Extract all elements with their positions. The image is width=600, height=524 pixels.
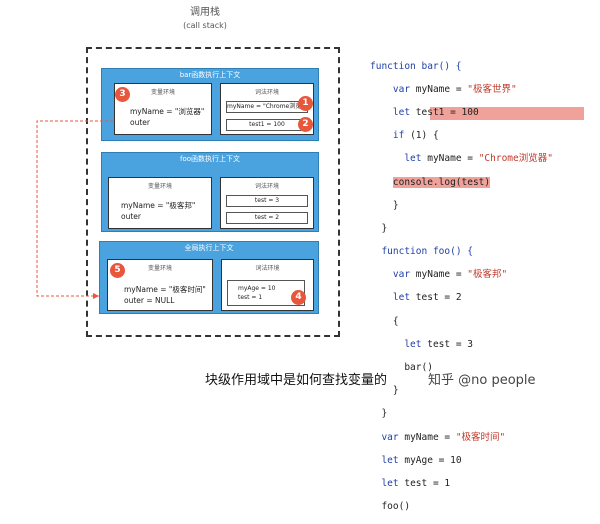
global-var-env-title: 变量环境 [147,265,172,272]
foo-var-myname: myName = "极客邦" [121,201,196,210]
stack-subtitle: (call stack) [183,21,227,30]
badge-5: 5 [110,263,125,278]
foo-lex-cell-test2: test = 2 [226,212,308,224]
badge-2: 2 [298,117,313,132]
code-line-13: let test = 3 [404,338,473,350]
code-line-1: function bar() { [370,60,462,72]
foo-context-title: foo函数执行上下文 [179,155,241,163]
foo-lex-env-title: 词法环境 [254,183,279,190]
code-block: function bar() { var myName = "极客世界" let… [370,49,553,524]
outer-reference-arrow [36,120,113,299]
code-line-12: { [392,315,399,327]
stack-title: 调用栈 [190,7,220,18]
global-lex-cell-test: test = 1 [238,294,263,301]
bar-variable-environment: 变量环境 myName = "浏览器" outer [114,83,212,135]
code-line-20: foo() [381,501,411,513]
code-line-5: let myName = "Chrome浏览器" [404,153,553,165]
code-line-8: } [381,222,388,234]
foo-execution-context: foo函数执行上下文 变量环境 myName = "极客邦" outer 词法环… [101,152,319,232]
code-line-18: let myAge = 10 [381,454,462,466]
watermark: 知乎 @no people [428,373,536,388]
code-line-2: var myName = "极客世界" [392,83,517,95]
code-line-17: var myName = "极客时间" [381,431,506,443]
bar-var-myname: myName = "浏览器" [130,107,205,116]
bar-lex-cell-test1: test1 = 100 [226,119,308,131]
foo-variable-environment: 变量环境 myName = "极客邦" outer [108,177,212,229]
badge-4: 4 [291,290,306,305]
bar-var-env-title: 变量环境 [150,89,175,96]
badge-3: 3 [115,87,130,102]
global-var-myname: myName = "极客时间" [124,285,206,294]
global-lex-env-title: 词法环境 [255,265,280,272]
figure-caption: 块级作用域中是如何查找变量的 [205,373,388,388]
global-var-outer: outer = NULL [124,296,175,305]
stack-title-block: 调用栈 (call stack) [150,6,260,32]
bar-context-title: bar函数执行上下文 [179,71,241,79]
foo-var-env-title: 变量环境 [147,183,172,190]
code-line-3: let test1 = 100 [392,106,479,118]
code-line-15: } [392,385,399,397]
foo-var-outer: outer [121,212,141,221]
bar-lex-env-title: 词法环境 [254,89,279,96]
code-line-14: bar() [404,362,433,374]
bar-var-outer: outer [130,118,150,127]
code-line-6-highlighted: console.log(test) [392,176,491,188]
code-line-7: } [392,199,399,211]
badge-1: 1 [298,96,313,111]
code-line-10: var myName = "极客邦" [392,269,508,281]
code-line-11: let test = 2 [392,292,462,304]
bar-execution-context: bar函数执行上下文 变量环境 myName = "浏览器" outer 词法环… [101,68,319,141]
code-line-9: function foo() { [381,246,473,258]
foo-lexical-environment: 词法环境 test = 3 test = 2 [220,177,314,229]
code-line-19: let test = 1 [381,477,451,489]
call-stack-frame [86,47,340,337]
global-lex-cell-myage: myAge = 10 [238,285,276,292]
code-line-4: if (1) { [392,130,439,142]
code-line-16: } [381,408,388,420]
global-execution-context: 全局执行上下文 变量环境 myName = "极客时间" outer = NUL… [99,241,319,314]
global-context-title: 全局执行上下文 [184,244,234,252]
foo-lex-cell-test3: test = 3 [226,195,308,207]
